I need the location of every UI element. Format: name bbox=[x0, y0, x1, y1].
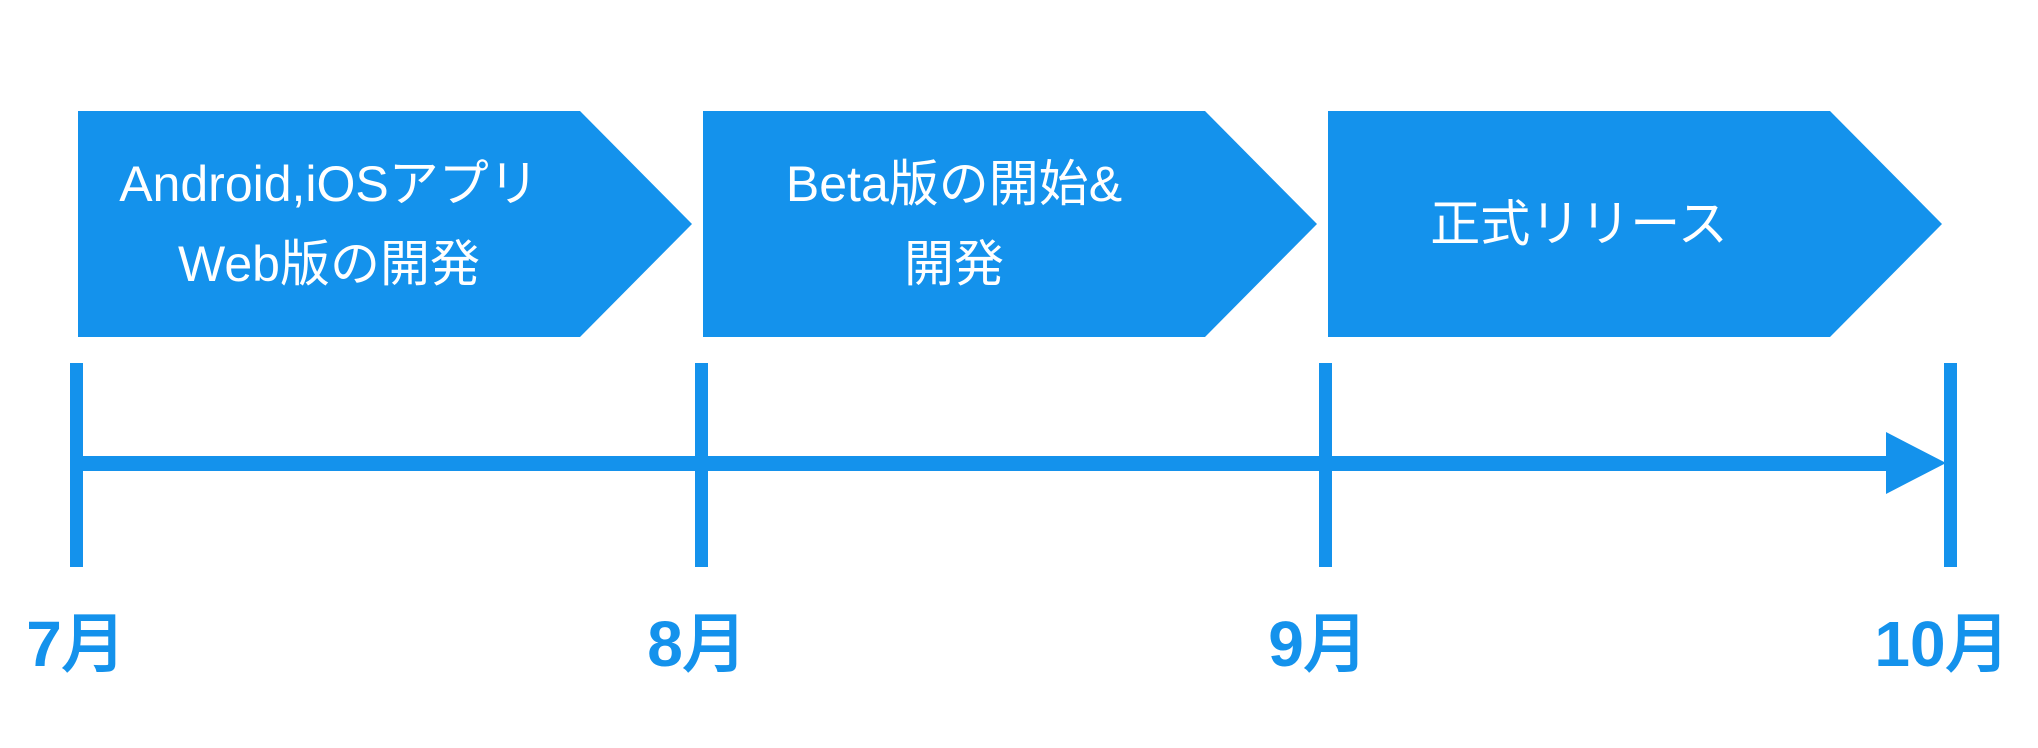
month-label-september: 9月 bbox=[1268, 608, 1368, 680]
phase-banner-development-label: Android,iOSアプリ Web版の開発 bbox=[119, 144, 539, 304]
timeline-axis-line bbox=[70, 456, 1886, 471]
tick-mark-august bbox=[695, 363, 708, 567]
tick-mark-september bbox=[1319, 363, 1332, 567]
month-label-august: 8月 bbox=[647, 608, 747, 680]
timeline-arrowhead-icon bbox=[1886, 432, 1946, 494]
phase-label-line: 開発 bbox=[904, 236, 1004, 292]
month-label-july: 7月 bbox=[26, 608, 126, 680]
tick-mark-october bbox=[1944, 363, 1957, 567]
phase-banner-beta-label: Beta版の開始& 開発 bbox=[786, 144, 1122, 304]
tick-mark-july bbox=[70, 363, 83, 567]
phase-label-line: Android,iOSアプリ bbox=[119, 156, 539, 212]
phase-banner-development: Android,iOSアプリ Web版の開発 bbox=[78, 111, 692, 337]
phase-banner-release-label: 正式リリース bbox=[1430, 184, 1728, 264]
phase-label-line: 正式リリース bbox=[1430, 196, 1728, 252]
month-label-october: 10月 bbox=[1874, 608, 2010, 680]
phase-label-line: Web版の開発 bbox=[178, 236, 480, 292]
phase-banner-beta: Beta版の開始& 開発 bbox=[703, 111, 1317, 337]
phase-banner-release: 正式リリース bbox=[1328, 111, 1942, 337]
phase-label-line: Beta版の開始& bbox=[785, 156, 1123, 212]
